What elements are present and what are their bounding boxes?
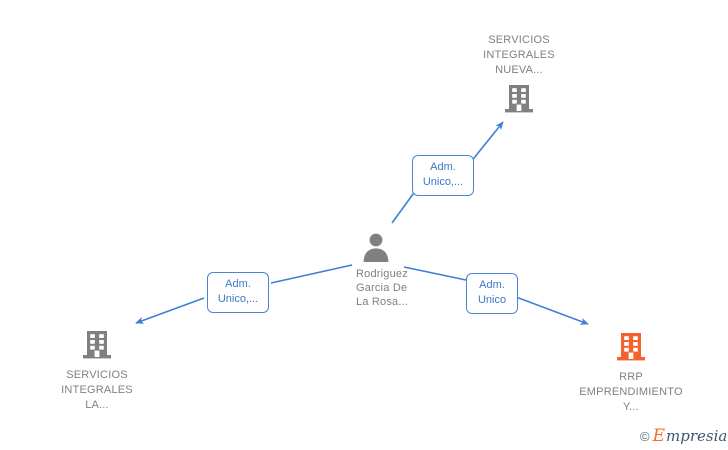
edge-line-to-rrp-inner bbox=[403, 266, 467, 281]
node-rrp-emprendimiento-y[interactable]: RRP EMPRENDIMIENTO Y... bbox=[556, 330, 706, 415]
edge-line-to-la-outer bbox=[135, 297, 205, 324]
empresia-logo-text: mpresia bbox=[666, 427, 728, 445]
copyright-icon: © bbox=[640, 429, 650, 444]
company-building-icon bbox=[617, 333, 645, 361]
edge-line-to-rrp-outer bbox=[515, 296, 589, 325]
node-label-rodriguez-garcia-de-la-rosa: Rodriguez Garcia De La Rosa... bbox=[356, 268, 409, 308]
person-icon bbox=[363, 233, 389, 262]
edge-label-to-rrp[interactable]: Adm. Unico bbox=[466, 273, 518, 314]
edge-label-to-la[interactable]: Adm. Unico,... bbox=[207, 272, 269, 313]
node-label-servicios-integrales-la: SERVICIOS INTEGRALES LA... bbox=[61, 369, 133, 411]
edge-line-to-nueva-upper bbox=[469, 121, 504, 164]
edge-line-to-la-inner bbox=[270, 264, 353, 284]
node-rodriguez-garcia-de-la-rosa[interactable]: Rodriguez Garcia De La Rosa... bbox=[340, 231, 460, 309]
node-servicios-integrales-nueva[interactable]: SERVICIOS INTEGRALES NUEVA... bbox=[444, 33, 594, 116]
node-label-servicios-integrales-nueva: SERVICIOS INTEGRALES NUEVA... bbox=[483, 34, 555, 76]
company-building-icon bbox=[83, 331, 111, 359]
node-servicios-integrales-la[interactable]: SERVICIOS INTEGRALES LA... bbox=[22, 328, 172, 413]
empresia-watermark: © E mpresia bbox=[640, 428, 727, 445]
node-label-rrp-emprendimiento-y: RRP EMPRENDIMIENTO Y... bbox=[579, 371, 683, 413]
company-building-icon bbox=[505, 85, 533, 113]
edge-label-to-nueva[interactable]: Adm. Unico,... bbox=[412, 155, 474, 196]
empresia-logo-initial: E bbox=[652, 426, 666, 446]
edge-line-to-nueva-lower bbox=[391, 189, 417, 224]
